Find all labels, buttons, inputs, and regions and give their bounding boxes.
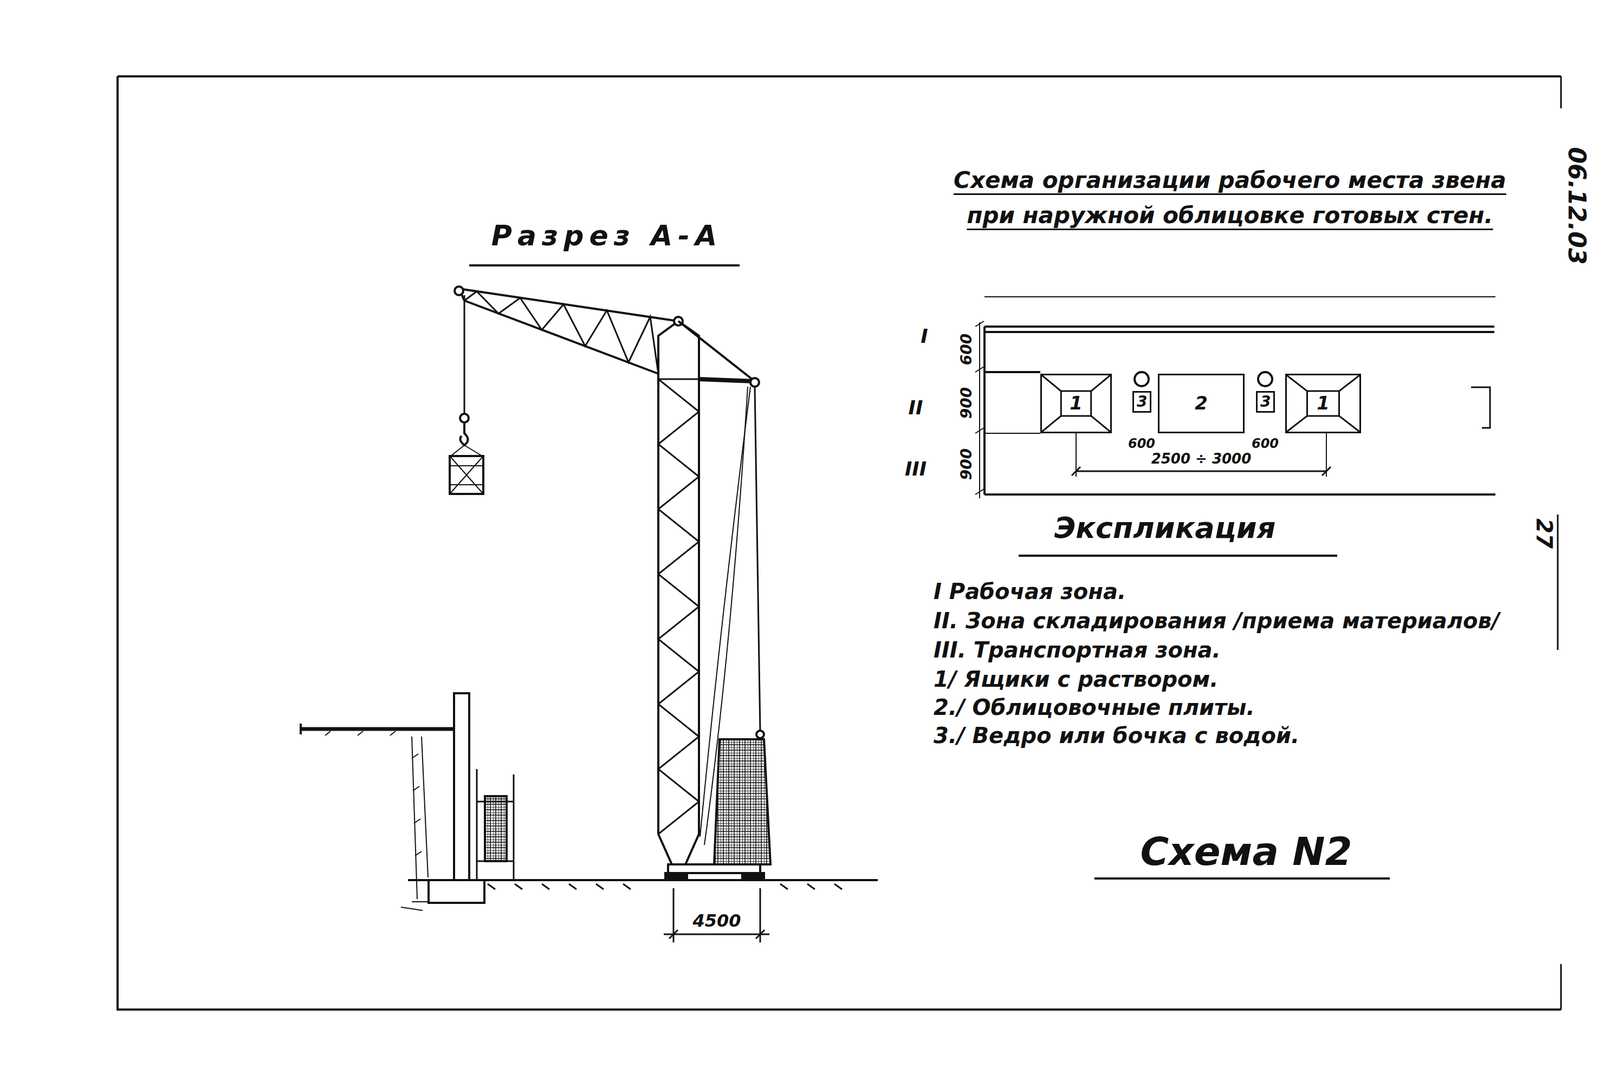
item-number: 3 <box>1259 393 1272 411</box>
item-number: 3 <box>1135 393 1149 411</box>
zone-number: II <box>908 396 924 419</box>
underline <box>1018 554 1338 557</box>
legend-heading: Экспликация <box>1054 511 1276 546</box>
box-inner <box>1060 391 1091 417</box>
item-number: 2 <box>1193 393 1209 414</box>
zone-number: I <box>920 325 928 348</box>
legend-item: II. Зона складирования /приема материало… <box>933 608 1500 634</box>
legend-item: III. Транспортная зона. <box>933 637 1221 663</box>
building-section <box>300 693 878 911</box>
heading: Схема организации рабочего места звена п… <box>953 162 1507 233</box>
legend-item: I Рабочая зона. <box>933 579 1126 605</box>
mortar-box: 1 <box>1285 373 1362 434</box>
section-title: Разрез А-А <box>491 219 723 253</box>
zone-number: III <box>904 457 927 481</box>
mortar-box: 1 <box>1040 373 1112 434</box>
dimension-line <box>663 888 770 943</box>
legend-item: 1/ Ящики с раствором. <box>933 666 1219 692</box>
dimension: 4500 <box>692 911 741 932</box>
dimension: 600 <box>1250 436 1280 452</box>
dimension: 600 <box>957 332 976 367</box>
underline <box>1094 877 1390 880</box>
underline <box>469 264 740 267</box>
legend-item: 2./ Облицовочные плиты. <box>933 695 1255 721</box>
box-inner <box>1307 391 1340 417</box>
material-box: 3 <box>1255 391 1275 413</box>
scheme-caption: Схема N2 <box>1140 829 1353 875</box>
dimension: 2500 ÷ 3000 <box>1150 451 1253 468</box>
workplace-plan <box>975 296 1496 499</box>
box-edge <box>1041 375 1111 432</box>
page-number: 27 <box>1531 517 1557 550</box>
stamp-rule <box>1557 514 1559 651</box>
dimension: 900 <box>957 386 976 420</box>
material-box: 3 <box>1132 391 1152 413</box>
frame <box>117 76 1561 1010</box>
legend-item: 3./ Ведро или бочка с водой. <box>933 723 1300 749</box>
dimension: 600 <box>1126 436 1157 452</box>
item-number: 1 <box>1315 393 1331 414</box>
dimension: 900 <box>957 447 976 482</box>
material-box: 2 <box>1157 373 1245 434</box>
item-number: 1 <box>1068 393 1084 414</box>
box-edge <box>1286 375 1360 432</box>
tower-crane <box>449 286 771 879</box>
drawing-number: 06.12.03 <box>1563 145 1591 266</box>
